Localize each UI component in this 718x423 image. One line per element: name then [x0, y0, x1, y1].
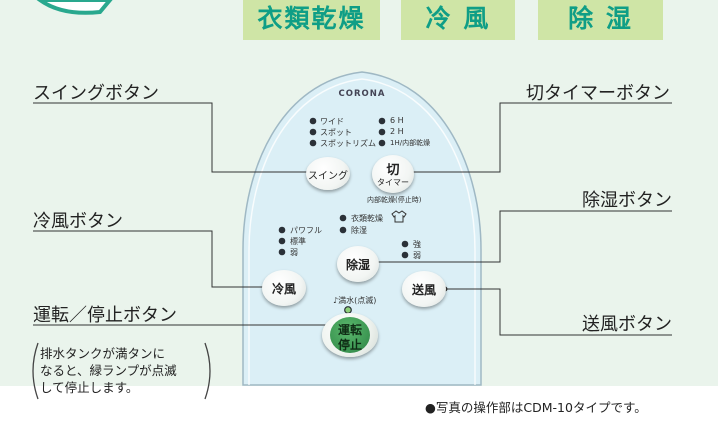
swing-mode-label: スポットリズム	[320, 139, 376, 148]
lamp-wide	[309, 117, 317, 125]
leader-lines	[33, 102, 672, 336]
leader-timer	[398, 102, 672, 173]
swing-mode-label: ワイド	[320, 117, 344, 126]
lamp-standard	[278, 237, 286, 245]
timer-off-button-label-top: 切	[386, 163, 400, 178]
power-level-label: 標準	[290, 237, 306, 246]
photo-caption: ●写真の操作部はCDM-10タイプです。	[425, 400, 647, 415]
lamp-powerful	[278, 226, 286, 234]
shirt-icon	[391, 210, 407, 223]
fan-level-label: 弱	[413, 251, 421, 260]
mode-tab-cool-air: 冷 風	[401, 0, 515, 40]
timer-mode-label: 1H/内部乾燥	[390, 139, 431, 147]
run-stop-button[interactable]: 運転 停止	[322, 313, 378, 357]
note-paren-right	[204, 342, 211, 400]
control-panel-rim	[248, 78, 476, 385]
lamp-2h	[378, 128, 386, 136]
leader-swing	[33, 102, 312, 173]
leader-dehumid	[367, 210, 672, 263]
run-stop-button-label-bottom: 停止	[337, 338, 362, 352]
callout-timer: 切タイマーボタン	[526, 83, 670, 104]
dry-mode-label: 除湿	[351, 226, 367, 235]
caption-band	[0, 386, 718, 423]
timer-off-button-label-bottom: タイマー	[377, 178, 409, 187]
leader-cool	[33, 230, 269, 288]
note-line: なると、緑ランプが点滅	[40, 363, 177, 378]
callout-dehumid: 除湿ボタン	[582, 190, 672, 211]
lamp-fan-strong	[401, 240, 409, 248]
indicator-lamps	[278, 117, 409, 259]
callout-swing: スイングボタン	[33, 83, 159, 104]
mode-tab-clothes-drying: 衣類乾燥	[243, 0, 380, 40]
run-stop-button-label-top: 運転	[337, 323, 362, 337]
timer-mode-label: 6 H	[390, 116, 404, 125]
timer-sub-label: 内部乾燥(停止時)	[367, 196, 422, 204]
timer-off-button[interactable]: 切 タイマー	[372, 155, 414, 193]
callout-fan: 送風ボタン	[582, 314, 672, 335]
run-stop-button-inner	[330, 317, 370, 353]
note-paren-left	[32, 342, 39, 400]
lamp-fan-weak	[401, 251, 409, 259]
lamp-1h	[378, 139, 386, 147]
swing-button[interactable]: スイング	[306, 157, 350, 190]
dehumidify-button[interactable]: 除湿	[337, 246, 379, 282]
dehumidify-button-label: 除湿	[345, 258, 370, 272]
power-level-label: パワフル	[290, 226, 322, 235]
mode-tab-dehumidify: 除 湿	[538, 0, 663, 40]
leader-fan	[445, 288, 672, 336]
note-line: 排水タンクが満タンに	[40, 346, 166, 361]
timer-mode-label: 2 H	[390, 127, 404, 136]
fan-level-label: 強	[413, 240, 421, 249]
decor-arc	[36, 0, 113, 15]
callout-cool: 冷風ボタン	[33, 211, 123, 232]
cool-air-button[interactable]: 冷風	[262, 270, 306, 306]
note-line: して停止します。	[40, 380, 139, 395]
power-level-label: 弱	[290, 248, 298, 257]
lamp-spot-rhythm	[309, 139, 317, 147]
lamp-dehumid	[339, 226, 347, 234]
water-full-label: ♪満水(点滅)	[333, 296, 377, 305]
swing-button-label: スイング	[308, 171, 348, 182]
fan-button-label: 送風	[411, 283, 436, 297]
swing-mode-label: スポット	[320, 128, 352, 137]
lamp-clothes-dry	[339, 214, 347, 222]
cool-air-button-label: 冷風	[271, 282, 296, 296]
lamp-6h	[378, 117, 386, 125]
brand-logo: CORONA	[338, 89, 386, 99]
fan-button[interactable]: 送風	[402, 271, 446, 307]
dry-mode-label: 衣類乾燥	[351, 214, 383, 223]
water-tank-note: 排水タンクが満タンに なると、緑ランプが点滅 して停止します。	[40, 345, 210, 396]
lamp-spot	[309, 128, 317, 136]
callout-run-stop: 運転／停止ボタン	[33, 305, 177, 326]
lamp-weak	[278, 248, 286, 256]
